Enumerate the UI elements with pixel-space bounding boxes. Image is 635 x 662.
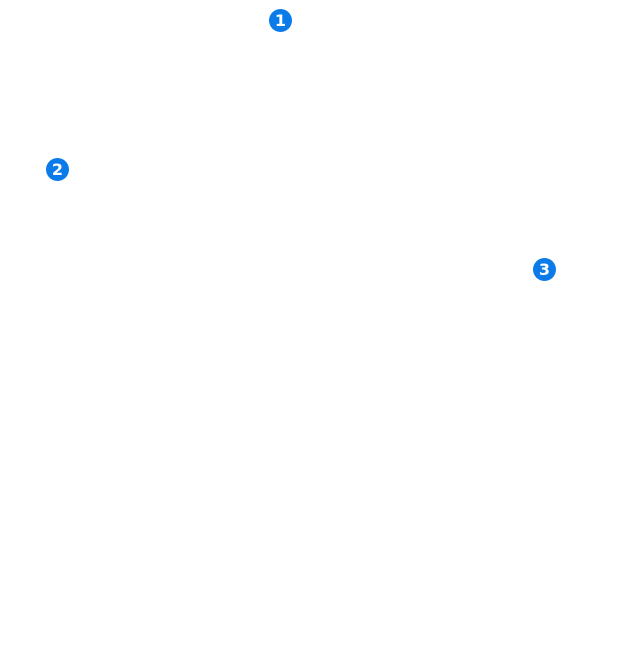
callout-2-label: 2	[51, 160, 64, 179]
callout-1-label: 1	[274, 11, 287, 30]
callout-3-icon[interactable]: 3	[533, 258, 556, 281]
callout-1-icon[interactable]: 1	[269, 9, 292, 32]
callout-2-icon[interactable]: 2	[46, 158, 69, 181]
callout-3-label: 3	[538, 260, 551, 279]
